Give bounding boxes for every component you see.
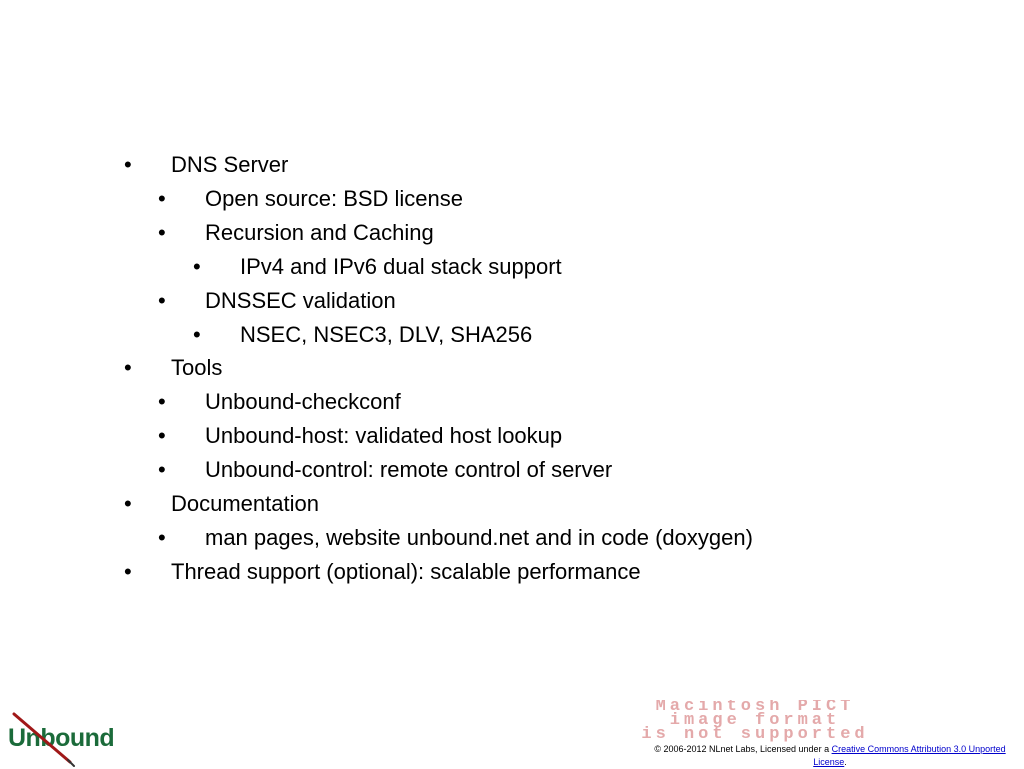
bullet-marker: • [124, 355, 132, 380]
bullet-marker: • [158, 457, 166, 482]
placeholder-line: Macintosh PICT [655, 700, 855, 716]
bullet-text: NSEC, NSEC3, DLV, SHA256 [240, 322, 533, 347]
license-link[interactable]: Creative Commons Attribution 3.0 Unporte… [813, 744, 1006, 767]
bullet-text: Tools [171, 355, 223, 380]
bullet-text: Documentation [171, 491, 319, 516]
bullet-text: IPv4 and IPv6 dual stack support [240, 254, 562, 279]
unbound-logo: Unbound [6, 708, 116, 768]
bullet-marker: • [124, 559, 132, 584]
bullet-text: Unbound-checkconf [205, 389, 401, 414]
bullet-text: Recursion and Caching [205, 220, 434, 245]
logo-text: Unbound [8, 724, 115, 752]
bullet-text: man pages, website unbound.net and in co… [205, 525, 753, 550]
bullet-marker: • [158, 220, 166, 245]
copyright-suffix: . [844, 757, 847, 767]
bullet-marker: • [193, 254, 201, 279]
bullet-marker: • [158, 389, 166, 414]
bullet-text: Thread support (optional): scalable perf… [171, 559, 641, 584]
bullet-marker: • [124, 491, 132, 516]
bullet-text: DNSSEC validation [205, 288, 396, 313]
bullet-marker: • [158, 525, 166, 550]
bullet-marker: • [158, 288, 166, 313]
copyright-footer: © 2006-2012 NLnet Labs, Licensed under a… [640, 743, 1020, 769]
bullet-text: DNS Server [171, 152, 289, 177]
bullet-text: Open source: BSD license [205, 186, 464, 211]
placeholder-line: image format [669, 711, 841, 730]
copyright-text: © 2006-2012 NLnet Labs, Licensed under a [654, 744, 832, 754]
unsupported-image-placeholder: Macintosh PICT image format is not suppo… [500, 700, 1010, 746]
bullet-marker: • [158, 423, 166, 448]
bullet-text: Unbound-control: remote control of serve… [205, 457, 613, 482]
bullet-marker: • [158, 186, 166, 211]
bullet-marker: • [124, 152, 132, 177]
placeholder-line: is not supported [641, 725, 869, 744]
bullet-text: Unbound-host: validated host lookup [205, 423, 563, 448]
red-pen-icon [12, 712, 75, 767]
bullet-marker: • [193, 322, 201, 347]
